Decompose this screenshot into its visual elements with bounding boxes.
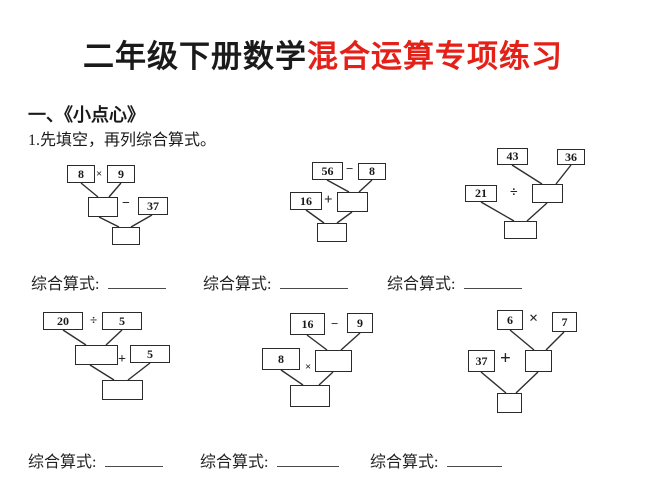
expression-line: 综合算式: (31, 270, 167, 294)
d6-top-left-value-box: 6 (497, 310, 523, 330)
expression-line: 综合算式: (370, 448, 503, 472)
d4-top-right-value-box: 5 (102, 312, 142, 330)
d3-divide-operator-icon: ÷ (510, 185, 518, 200)
d6-top-right-value-box: 7 (552, 312, 577, 332)
d6-bottom-answer-box (497, 393, 522, 413)
expression-label: 综合算式: (31, 276, 100, 293)
answer-blank (105, 451, 164, 467)
expression-line: 综合算式: (203, 270, 349, 294)
title-red-part: 混合运算专项练习 (307, 39, 563, 74)
d1-top-right-value-box: 9 (107, 165, 135, 183)
d6-plus-operator-icon: + (500, 348, 511, 369)
d4-mid-answer-box (75, 345, 118, 365)
expression-line: 综合算式: (200, 448, 340, 472)
answer-blank (464, 273, 523, 289)
d3-bottom-answer-box (504, 221, 537, 239)
d6-multiply-operator-icon: × (529, 310, 539, 327)
d4-divide-operator-icon: ÷ (90, 312, 98, 327)
expression-label: 综合算式: (387, 276, 456, 293)
expression-label: 综合算式: (200, 454, 269, 471)
d4-mid-right-value-box: 5 (130, 345, 170, 363)
answer-blank (447, 451, 503, 467)
d1-multiply-operator-icon: × (96, 168, 103, 180)
title-black-part: 二年级下册数学 (83, 39, 307, 74)
d6-mid-left-value-box: 37 (468, 350, 495, 372)
d2-bottom-answer-box (317, 223, 347, 242)
d3-mid-left-value-box: 21 (465, 185, 497, 202)
expression-line: 综合算式: (28, 448, 164, 472)
instruction-text: 1.先填空，再列综合算式。 (28, 132, 217, 149)
d1-minus-operator-icon: − (122, 196, 130, 211)
page-title: 二年级下册数学混合运算专项练习 (0, 31, 646, 76)
expression-label: 综合算式: (28, 454, 97, 471)
d5-mid-answer-box (315, 350, 352, 372)
d5-multiply-operator-icon: × (305, 361, 312, 373)
d3-top-left-value-box: 43 (497, 148, 528, 165)
d4-plus-operator-icon: + (118, 352, 126, 367)
answer-blank (277, 451, 340, 467)
d6-mid-answer-box (525, 350, 552, 372)
d2-top-left-value-box: 56 (312, 162, 343, 180)
d2-mid-answer-box (337, 192, 368, 212)
d2-plus-operator-icon: + (324, 192, 333, 208)
d5-minus-operator-icon: − (331, 316, 339, 331)
d2-top-right-value-box: 8 (358, 163, 386, 180)
d5-top-left-value-box: 16 (290, 313, 325, 335)
d1-top-left-value-box: 8 (67, 165, 95, 183)
answer-blank (108, 273, 167, 289)
expression-label: 综合算式: (370, 454, 439, 471)
d5-mid-left-value-box: 8 (262, 348, 300, 370)
d1-mid-right-value-box: 37 (138, 197, 168, 215)
d3-mid-answer-box (532, 184, 563, 203)
d3-top-right-value-box: 36 (557, 149, 585, 165)
d2-mid-left-value-box: 16 (290, 192, 322, 210)
d4-top-left-value-box: 20 (43, 312, 83, 330)
d4-bottom-answer-box (102, 380, 143, 400)
answer-blank (280, 273, 349, 289)
d5-top-right-value-box: 9 (347, 313, 373, 333)
d1-mid-answer-box (88, 197, 118, 217)
section-heading: 一、《小点心》 (28, 105, 145, 125)
expression-label: 综合算式: (203, 276, 272, 293)
d1-bottom-answer-box (112, 227, 140, 245)
d5-bottom-answer-box (290, 385, 330, 407)
d2-minus-operator-icon: − (346, 161, 354, 176)
expression-line: 综合算式: (387, 270, 523, 294)
